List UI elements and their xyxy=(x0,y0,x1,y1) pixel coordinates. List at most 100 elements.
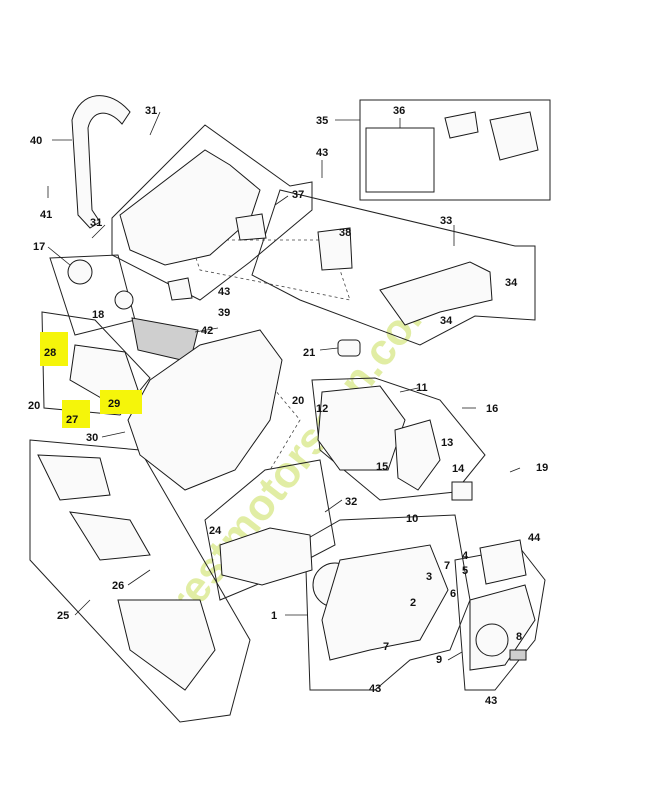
callout-40: 40 xyxy=(30,135,42,147)
cover-11 xyxy=(317,385,406,471)
callout-3: 3 xyxy=(426,571,432,583)
parts xyxy=(37,95,539,691)
callout-29: 29 xyxy=(108,398,120,410)
box-35 xyxy=(359,99,551,201)
callout-20-left: 20 xyxy=(28,400,40,412)
leader-25 xyxy=(74,599,91,616)
highlight-27 xyxy=(62,400,90,428)
motor-housing xyxy=(127,329,283,491)
callout-33: 33 xyxy=(440,215,452,227)
callout-7-lower: 7 xyxy=(383,641,389,653)
callout-15: 15 xyxy=(376,461,388,473)
callout-13: 13 xyxy=(441,437,453,449)
part-8 xyxy=(509,649,527,661)
front-handle-40 xyxy=(71,95,131,229)
dashed-guide-1 xyxy=(189,239,351,301)
part-35a xyxy=(444,111,479,139)
box-top-housing xyxy=(111,124,313,301)
callout-42: 42 xyxy=(201,325,213,337)
callout-21: 21 xyxy=(303,347,315,359)
callout-20-right: 20 xyxy=(292,395,304,407)
callout-7-upper: 7 xyxy=(444,560,450,572)
callout-1: 1 xyxy=(271,610,277,622)
callout-10: 10 xyxy=(406,513,418,525)
callout-43-bottom-right: 43 xyxy=(485,695,497,707)
callout-43-top: 43 xyxy=(316,147,328,159)
callout-43-bottom-left: 43 xyxy=(369,683,381,695)
callout-12: 12 xyxy=(316,403,328,415)
box-1 xyxy=(304,514,471,691)
callout-38: 38 xyxy=(339,227,351,239)
leader-19 xyxy=(509,467,521,473)
callout-19: 19 xyxy=(536,462,548,474)
callout-32: 32 xyxy=(345,496,357,508)
callout-14: 14 xyxy=(452,463,465,475)
box-24 xyxy=(204,459,336,601)
leader-37 xyxy=(274,195,289,206)
callout-25: 25 xyxy=(57,610,69,622)
leader-17 xyxy=(47,246,71,266)
callout-labels: 31 40 41 31 17 18 35 36 43 37 38 33 34 3… xyxy=(28,105,548,707)
callout-27: 27 xyxy=(66,414,78,426)
callout-4: 4 xyxy=(462,550,469,562)
tray-24 xyxy=(219,527,313,586)
callout-8: 8 xyxy=(516,631,522,643)
guard-25-top xyxy=(37,454,111,501)
part-39 xyxy=(167,277,193,301)
leader-26 xyxy=(127,569,151,586)
callout-24: 24 xyxy=(209,525,222,537)
leader-21 xyxy=(319,347,339,351)
gasket-15 xyxy=(394,419,441,491)
callout-31-left: 31 xyxy=(90,217,102,229)
callout-5: 5 xyxy=(462,565,468,577)
leader-31a xyxy=(149,111,161,136)
box-11 xyxy=(311,377,486,501)
callout-6: 6 xyxy=(450,588,456,600)
callout-34-upper: 34 xyxy=(505,277,518,289)
callout-26: 26 xyxy=(112,580,124,592)
part-35b xyxy=(489,111,539,161)
callout-28: 28 xyxy=(44,347,56,359)
cap-17 xyxy=(67,259,93,285)
box-33 xyxy=(251,189,536,346)
sprocket-9 xyxy=(475,623,509,657)
leader-31b xyxy=(91,224,106,239)
part-21 xyxy=(337,339,361,357)
highlight-29 xyxy=(100,390,142,414)
guard-25-bottom xyxy=(117,599,216,691)
callout-17: 17 xyxy=(33,241,45,253)
handle-33 xyxy=(379,261,493,326)
leader-32 xyxy=(324,499,343,513)
callout-39: 39 xyxy=(218,307,230,319)
oring-18 xyxy=(114,290,134,310)
top-housing xyxy=(119,149,261,266)
part-38 xyxy=(317,227,353,271)
callout-18: 18 xyxy=(92,309,104,321)
part-37 xyxy=(235,213,267,241)
highlights xyxy=(40,332,142,428)
highlight-28 xyxy=(40,332,68,366)
crankcase-1 xyxy=(321,544,449,661)
callout-31-top: 31 xyxy=(145,105,157,117)
callout-43-mid: 43 xyxy=(218,286,230,298)
leader-9 xyxy=(447,651,463,661)
callout-11: 11 xyxy=(416,382,428,394)
leader-30 xyxy=(101,431,126,438)
box-36 xyxy=(365,127,435,193)
callout-9: 9 xyxy=(436,654,442,666)
leader-lines xyxy=(47,111,521,661)
callout-30: 30 xyxy=(86,432,98,444)
plug-14 xyxy=(451,481,473,501)
callout-34-lower: 34 xyxy=(440,315,453,327)
callout-37: 37 xyxy=(292,189,304,201)
callout-35: 35 xyxy=(316,115,328,127)
guard-25-ring xyxy=(69,511,151,561)
callout-2: 2 xyxy=(410,597,416,609)
callout-41: 41 xyxy=(40,209,52,221)
leader-42 xyxy=(194,327,219,333)
callout-36: 36 xyxy=(393,105,405,117)
plate-44 xyxy=(479,539,527,585)
callout-16: 16 xyxy=(486,403,498,415)
leader-11 xyxy=(399,387,419,393)
